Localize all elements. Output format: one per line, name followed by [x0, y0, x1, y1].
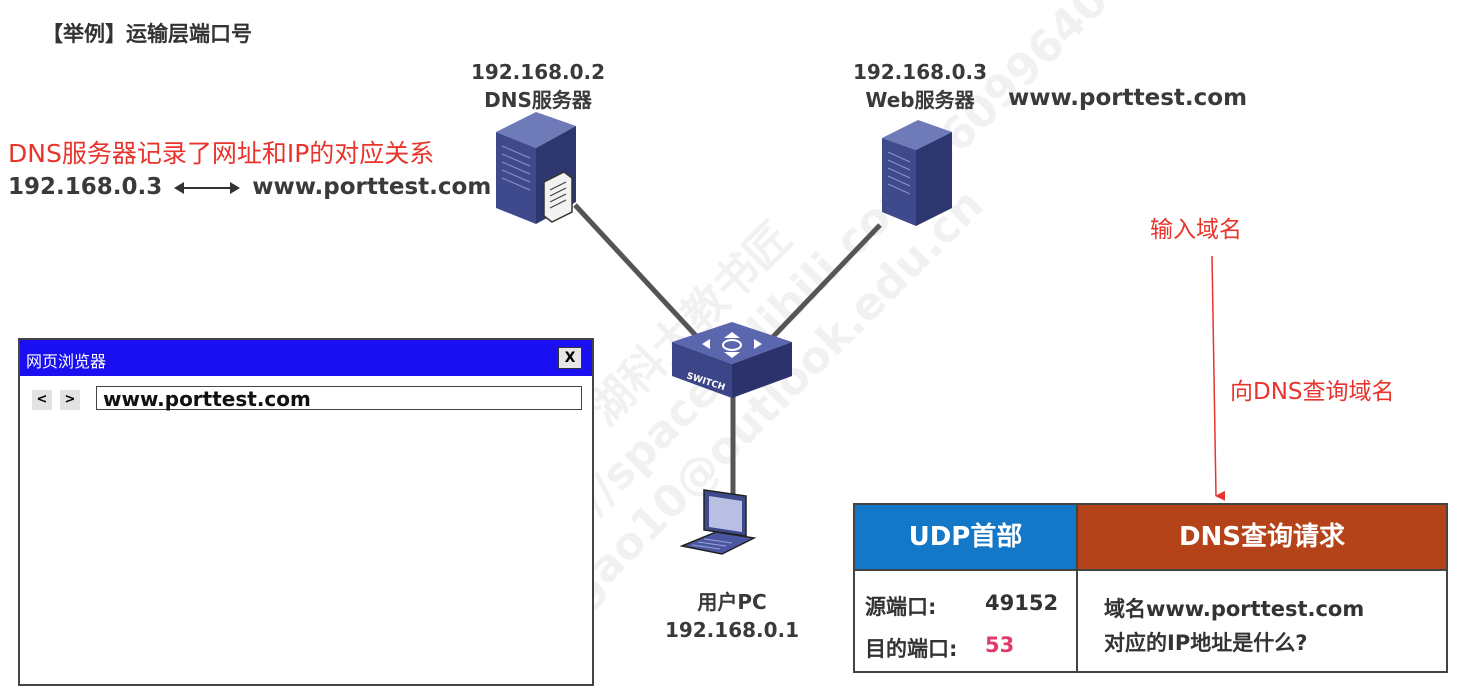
annotation-input-domain: 输入域名 [1150, 217, 1242, 243]
dns-record-mapping: 192.168.0.3 www.porttest.com [8, 174, 491, 200]
address-bar[interactable]: www.porttest.com [96, 386, 582, 411]
query-line-2: 对应的IP地址是什么? [1104, 631, 1308, 655]
dns-query-content-cell: 域名www.porttest.com 对应的IP地址是什么? [1076, 569, 1446, 671]
page-title: 【举例】运输层端口号 [42, 22, 252, 46]
dns-record-note: DNS服务器记录了网址和IP的对应关系 [8, 139, 435, 168]
laptop-icon [679, 489, 757, 555]
browser-title: 网页浏览器 [26, 352, 107, 371]
udp-header-cell: UDP首部 [855, 505, 1076, 569]
link-web-switch [768, 223, 882, 342]
browser-titlebar: 网页浏览器 X [20, 340, 592, 376]
udp-ports-cell: 源端口: 49152 目的端口: 53 [855, 569, 1076, 671]
user-pc-label: 用户PC 192.168.0.1 [664, 590, 800, 642]
packet-structure: UDP首部 DNS查询请求 源端口: 49152 目的端口: 53 域名www.… [853, 503, 1448, 673]
dns-query-header-cell: DNS查询请求 [1076, 505, 1446, 569]
annotation-query-dns: 向DNS查询域名 [1230, 379, 1395, 405]
dst-port-value: 53 [985, 633, 1015, 657]
src-port-value: 49152 [985, 591, 1059, 615]
web-server-label: 192.168.0.3 Web服务器 [852, 60, 988, 112]
dns-server-icon [496, 112, 576, 224]
query-line-1: 域名www.porttest.com [1104, 597, 1365, 621]
browser-window: 网页浏览器 X < > www.porttest.com [18, 338, 594, 686]
forward-button[interactable]: > [60, 390, 80, 410]
switch-icon: SWITCH [672, 322, 792, 398]
dns-record-domain: www.porttest.com [252, 174, 492, 200]
dns-server-label: 192.168.0.2 DNS服务器 [470, 60, 606, 112]
web-domain: www.porttest.com [1008, 85, 1248, 111]
dst-port-label: 目的端口: [865, 637, 958, 661]
double-arrow-icon [174, 181, 241, 194]
close-button[interactable]: X [558, 347, 582, 369]
web-server-icon [882, 120, 952, 226]
link-dns-switch [573, 203, 702, 342]
src-port-label: 源端口: [865, 595, 937, 619]
back-button[interactable]: < [32, 390, 52, 410]
query-arrow [1211, 255, 1226, 501]
dns-record-ip: 192.168.0.3 [8, 174, 163, 200]
